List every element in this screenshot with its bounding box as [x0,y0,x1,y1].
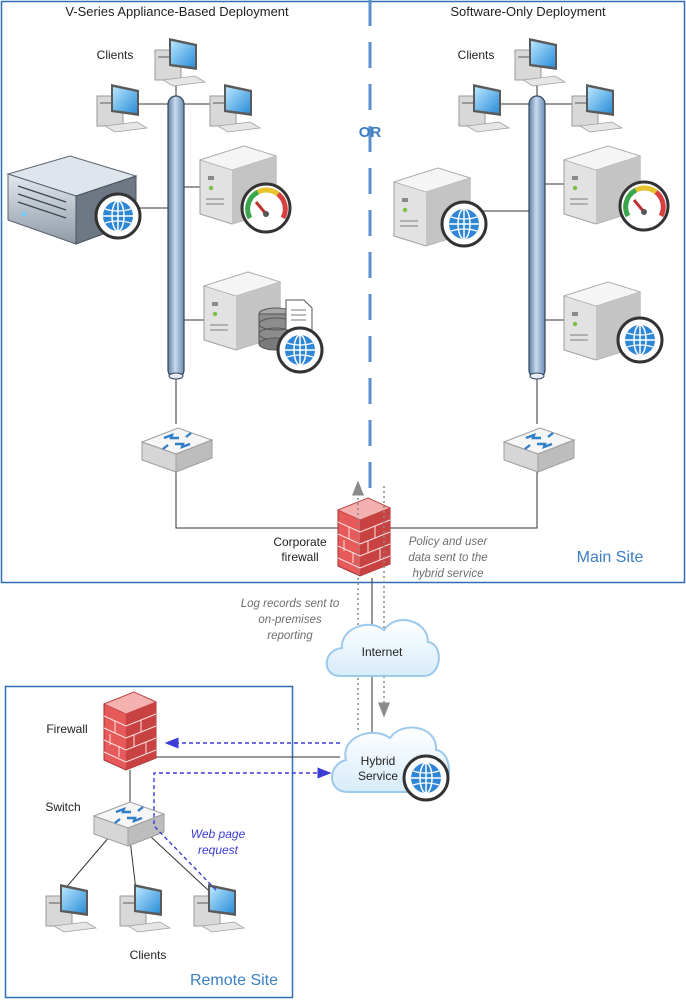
internet-label: Internet [362,645,403,659]
policy-note-line3: hybrid service [413,568,484,580]
policy-note-line2: data sent to the [408,552,487,564]
corporate-firewall-label-line2: firewall [281,550,318,564]
internet-cloud [325,619,440,677]
right-filtering-globe-icon [616,316,664,364]
remote-site-label: Remote Site [190,972,278,989]
web-request-note-line1: Web page [191,827,246,841]
right-web-server-globe-icon [440,200,488,248]
left-switch [140,426,214,474]
right-deployment-title: Software-Only Deployment [450,4,606,19]
left-client-pc-right [209,83,261,133]
remote-client-pc-left [45,883,97,933]
database-globe-icon [276,326,324,374]
log-note-line2: on-premises [258,614,322,626]
remote-firewall-label: Firewall [46,722,87,736]
left-deployment-title: V-Series Appliance-Based Deployment [65,4,289,19]
remote-switch-label: Switch [45,800,80,814]
web-request-note-line2: request [198,843,239,857]
main-site-frame [0,0,686,584]
hybrid-service-globe-icon [402,754,450,802]
right-client-pc-left [458,83,510,133]
right-client-pc-right [571,83,623,133]
main-site-label: Main Site [577,549,644,566]
log-note-line3: reporting [267,630,313,642]
hybrid-label-line1: Hybrid [361,754,396,768]
right-switch [502,426,576,474]
left-client-pc-top [154,37,206,87]
web-request-to-hybrid-arrow [153,767,332,891]
log-note-line1: Log records sent to [241,598,340,610]
right-lan-backbone [528,95,546,379]
remote-client-pc-right [193,883,245,933]
remote-client-pc-middle [119,883,171,933]
right-client-pc-top [514,37,566,87]
remote-network-links [63,756,340,891]
right-clients-label: Clients [458,48,495,62]
left-lan-backbone [167,95,185,379]
appliance-globe-icon [94,192,142,240]
right-reporting-gauge-icon [620,182,668,230]
corporate-firewall-label-line1: Corporate [273,535,327,549]
policy-note-line1: Policy and user [409,536,489,548]
remote-firewall [103,691,157,771]
document-icon [285,299,313,331]
or-label: OR [359,124,382,141]
remote-site-frame [4,685,294,999]
remote-clients-label: Clients [130,948,167,962]
corporate-firewall [337,497,391,577]
left-client-pc-left [96,83,148,133]
hybrid-label-line2: Service [358,769,398,783]
left-reporting-gauge-icon [242,184,290,232]
left-clients-label: Clients [97,48,134,62]
